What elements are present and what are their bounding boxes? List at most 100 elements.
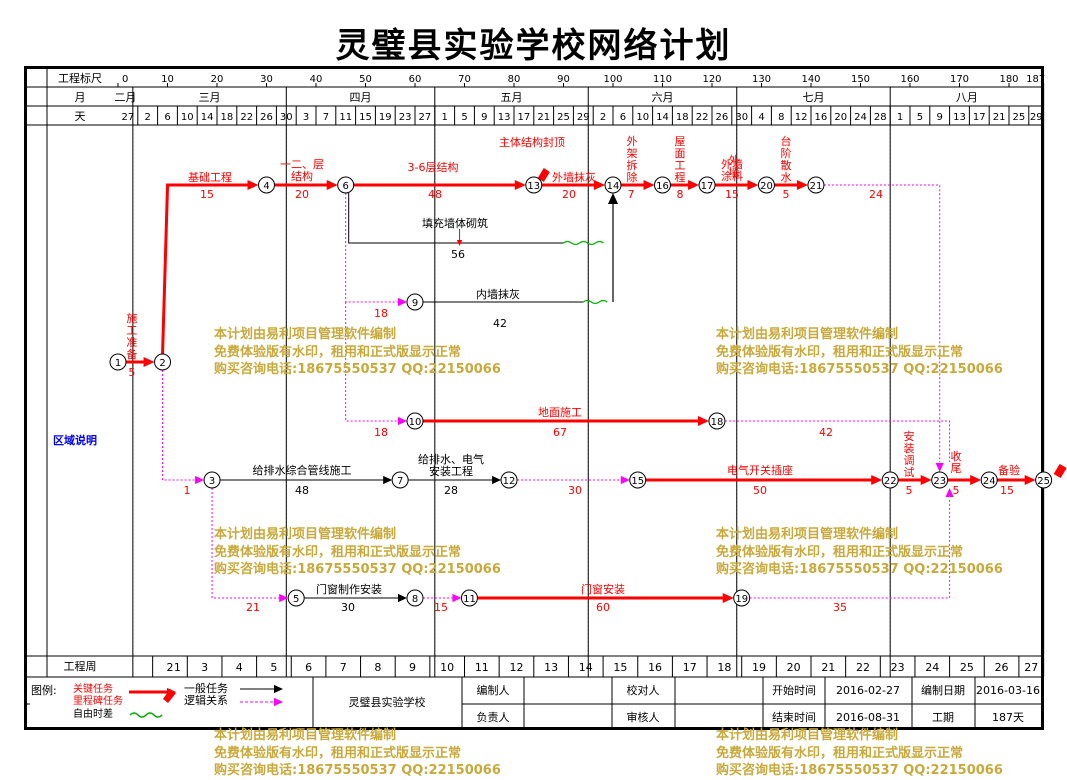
week-label: 14	[579, 661, 593, 674]
task-name-outplaster: 外墙抹灰	[552, 170, 596, 184]
task-line-floor36-arrow	[514, 180, 526, 190]
row-label-week: 工程周	[64, 660, 97, 673]
day-label: 13	[498, 112, 511, 123]
day-label: 27	[419, 112, 432, 123]
week-label: 7	[340, 661, 347, 674]
node-12	[500, 471, 518, 489]
task-dur-debug: 5	[906, 484, 913, 497]
task-line-foundation	[161, 183, 251, 355]
week-label: 15	[613, 661, 627, 674]
node-label: 9	[412, 298, 418, 309]
scale-tick-label: 30	[260, 74, 273, 85]
task-name-door: 门窗制作安装	[316, 582, 382, 596]
task-name-infill: 填充墙体砌筑	[422, 216, 488, 230]
task-name-switch: 电气开关插座	[727, 463, 793, 477]
node-24	[980, 471, 998, 489]
watermark: 本计划由易利项目管理软件编制免费体验版有水印，租用和正式版显示正常购买咨询电话:…	[716, 727, 1003, 780]
float-wave	[563, 240, 604, 246]
node-19	[733, 589, 751, 607]
node-label: 3	[209, 476, 215, 487]
node-10	[406, 412, 424, 430]
task-dur-infill: 56	[451, 248, 465, 261]
task-name-debug: 调	[904, 454, 915, 467]
row-label-region: 区域说明	[53, 433, 97, 447]
watermark-line-3: 购买咨询电话:18675550537 QQ:22150066	[716, 362, 1003, 377]
owner-label: 负责人	[477, 710, 510, 724]
day-label: 6	[164, 112, 170, 123]
task-name-floor12: 结构	[291, 169, 313, 183]
task-name-close: 收	[951, 449, 962, 463]
week-label: 17	[683, 661, 697, 674]
week-label: 1	[174, 661, 181, 674]
watermark: 本计划由易利项目管理软件编制免费体验版有水印，租用和正式版显示正常购买咨询电话:…	[214, 727, 501, 780]
legend-critical-label: 关键任务	[73, 682, 113, 695]
row-label-scale: 工程标尺	[58, 71, 102, 85]
task-name-window: 门窗安装	[581, 582, 625, 596]
scale-tick-label: 150	[851, 74, 870, 85]
logic-line-21-23	[823, 184, 941, 462]
day-label: 18	[676, 112, 689, 123]
scale-tick-label: 140	[801, 74, 820, 85]
task-line-window-arrow	[722, 593, 734, 603]
task-name-scaffold: 除	[627, 170, 638, 184]
node-label: 25	[1037, 476, 1050, 487]
day-label: 26	[260, 112, 273, 123]
node-18	[708, 412, 726, 430]
watermark-line-1: 本计划由易利项目管理软件编制	[716, 728, 899, 743]
logic-arrow-3-5	[279, 593, 289, 603]
day-label: 1	[897, 112, 903, 123]
watermark-line-1: 本计划由易利项目管理软件编制	[214, 728, 397, 743]
node-14	[604, 176, 622, 194]
legend-logic-arrow	[274, 697, 283, 707]
task-arrow-inplaster	[608, 193, 618, 204]
day-label: 2	[145, 112, 151, 123]
task-line-scaffold-arrow	[643, 180, 655, 190]
node-label: 22	[884, 476, 897, 487]
week-label: 21	[821, 661, 835, 674]
logic-arrow-6-9	[398, 297, 407, 307]
month-label: 七月	[802, 91, 824, 104]
day-label: 19	[379, 112, 392, 123]
node-label: 16	[656, 181, 669, 192]
node-8	[406, 589, 424, 607]
node-label: 11	[463, 594, 476, 605]
logic-arrow-2-3	[195, 475, 205, 485]
row-label-month: 月	[75, 91, 86, 104]
task-name-plumb: 给排水、电气	[418, 452, 484, 466]
day-label: 18	[221, 112, 234, 123]
node-25	[1035, 471, 1053, 489]
node-label: 24	[983, 476, 996, 487]
scale-tick-label: 170	[950, 74, 969, 85]
logic-line-12-15-arrow	[620, 475, 630, 485]
scale-tick-label: 60	[409, 74, 422, 85]
task-arrow-prep	[143, 357, 155, 367]
legend-logic-label: 逻辑关系	[184, 693, 228, 707]
watermark-line-2: 免费体验版有水印，租用和正式版显示正常	[214, 745, 462, 761]
task-line-door-arrow	[398, 593, 407, 603]
node-label: 14	[607, 181, 620, 192]
legend-title: 图例:	[31, 683, 57, 697]
day-label: 23	[399, 112, 412, 123]
month-label: 五月	[501, 91, 523, 104]
week-label: 11	[475, 661, 489, 674]
week-label: 22	[856, 661, 870, 674]
milestone-pointer-arrow	[456, 240, 463, 246]
task-name-scaffold: 拆	[627, 158, 638, 172]
task-dur-accept: 15	[1000, 484, 1014, 497]
month-label: 二月	[114, 91, 136, 104]
task-name-paint: 涂料	[721, 169, 743, 183]
task-name-scaffold: 架	[627, 147, 638, 160]
task-dur-steps: 5	[783, 188, 790, 201]
plan-frame	[24, 66, 1044, 730]
day-label: 2	[600, 112, 606, 123]
day-label: 7	[323, 112, 329, 123]
day-label: 30	[735, 112, 748, 123]
scale-tick-label: 40	[310, 74, 323, 85]
day-label: 10	[181, 112, 194, 123]
week-label: 4	[236, 661, 243, 674]
node-label: 19	[735, 594, 748, 605]
scale-tick-label: 180	[999, 74, 1018, 85]
watermark-line-3: 购买咨询电话:18675550537 QQ:22150066	[214, 763, 501, 778]
task-dur-switch: 50	[753, 484, 767, 497]
end-date: 2016-08-31	[836, 711, 900, 724]
